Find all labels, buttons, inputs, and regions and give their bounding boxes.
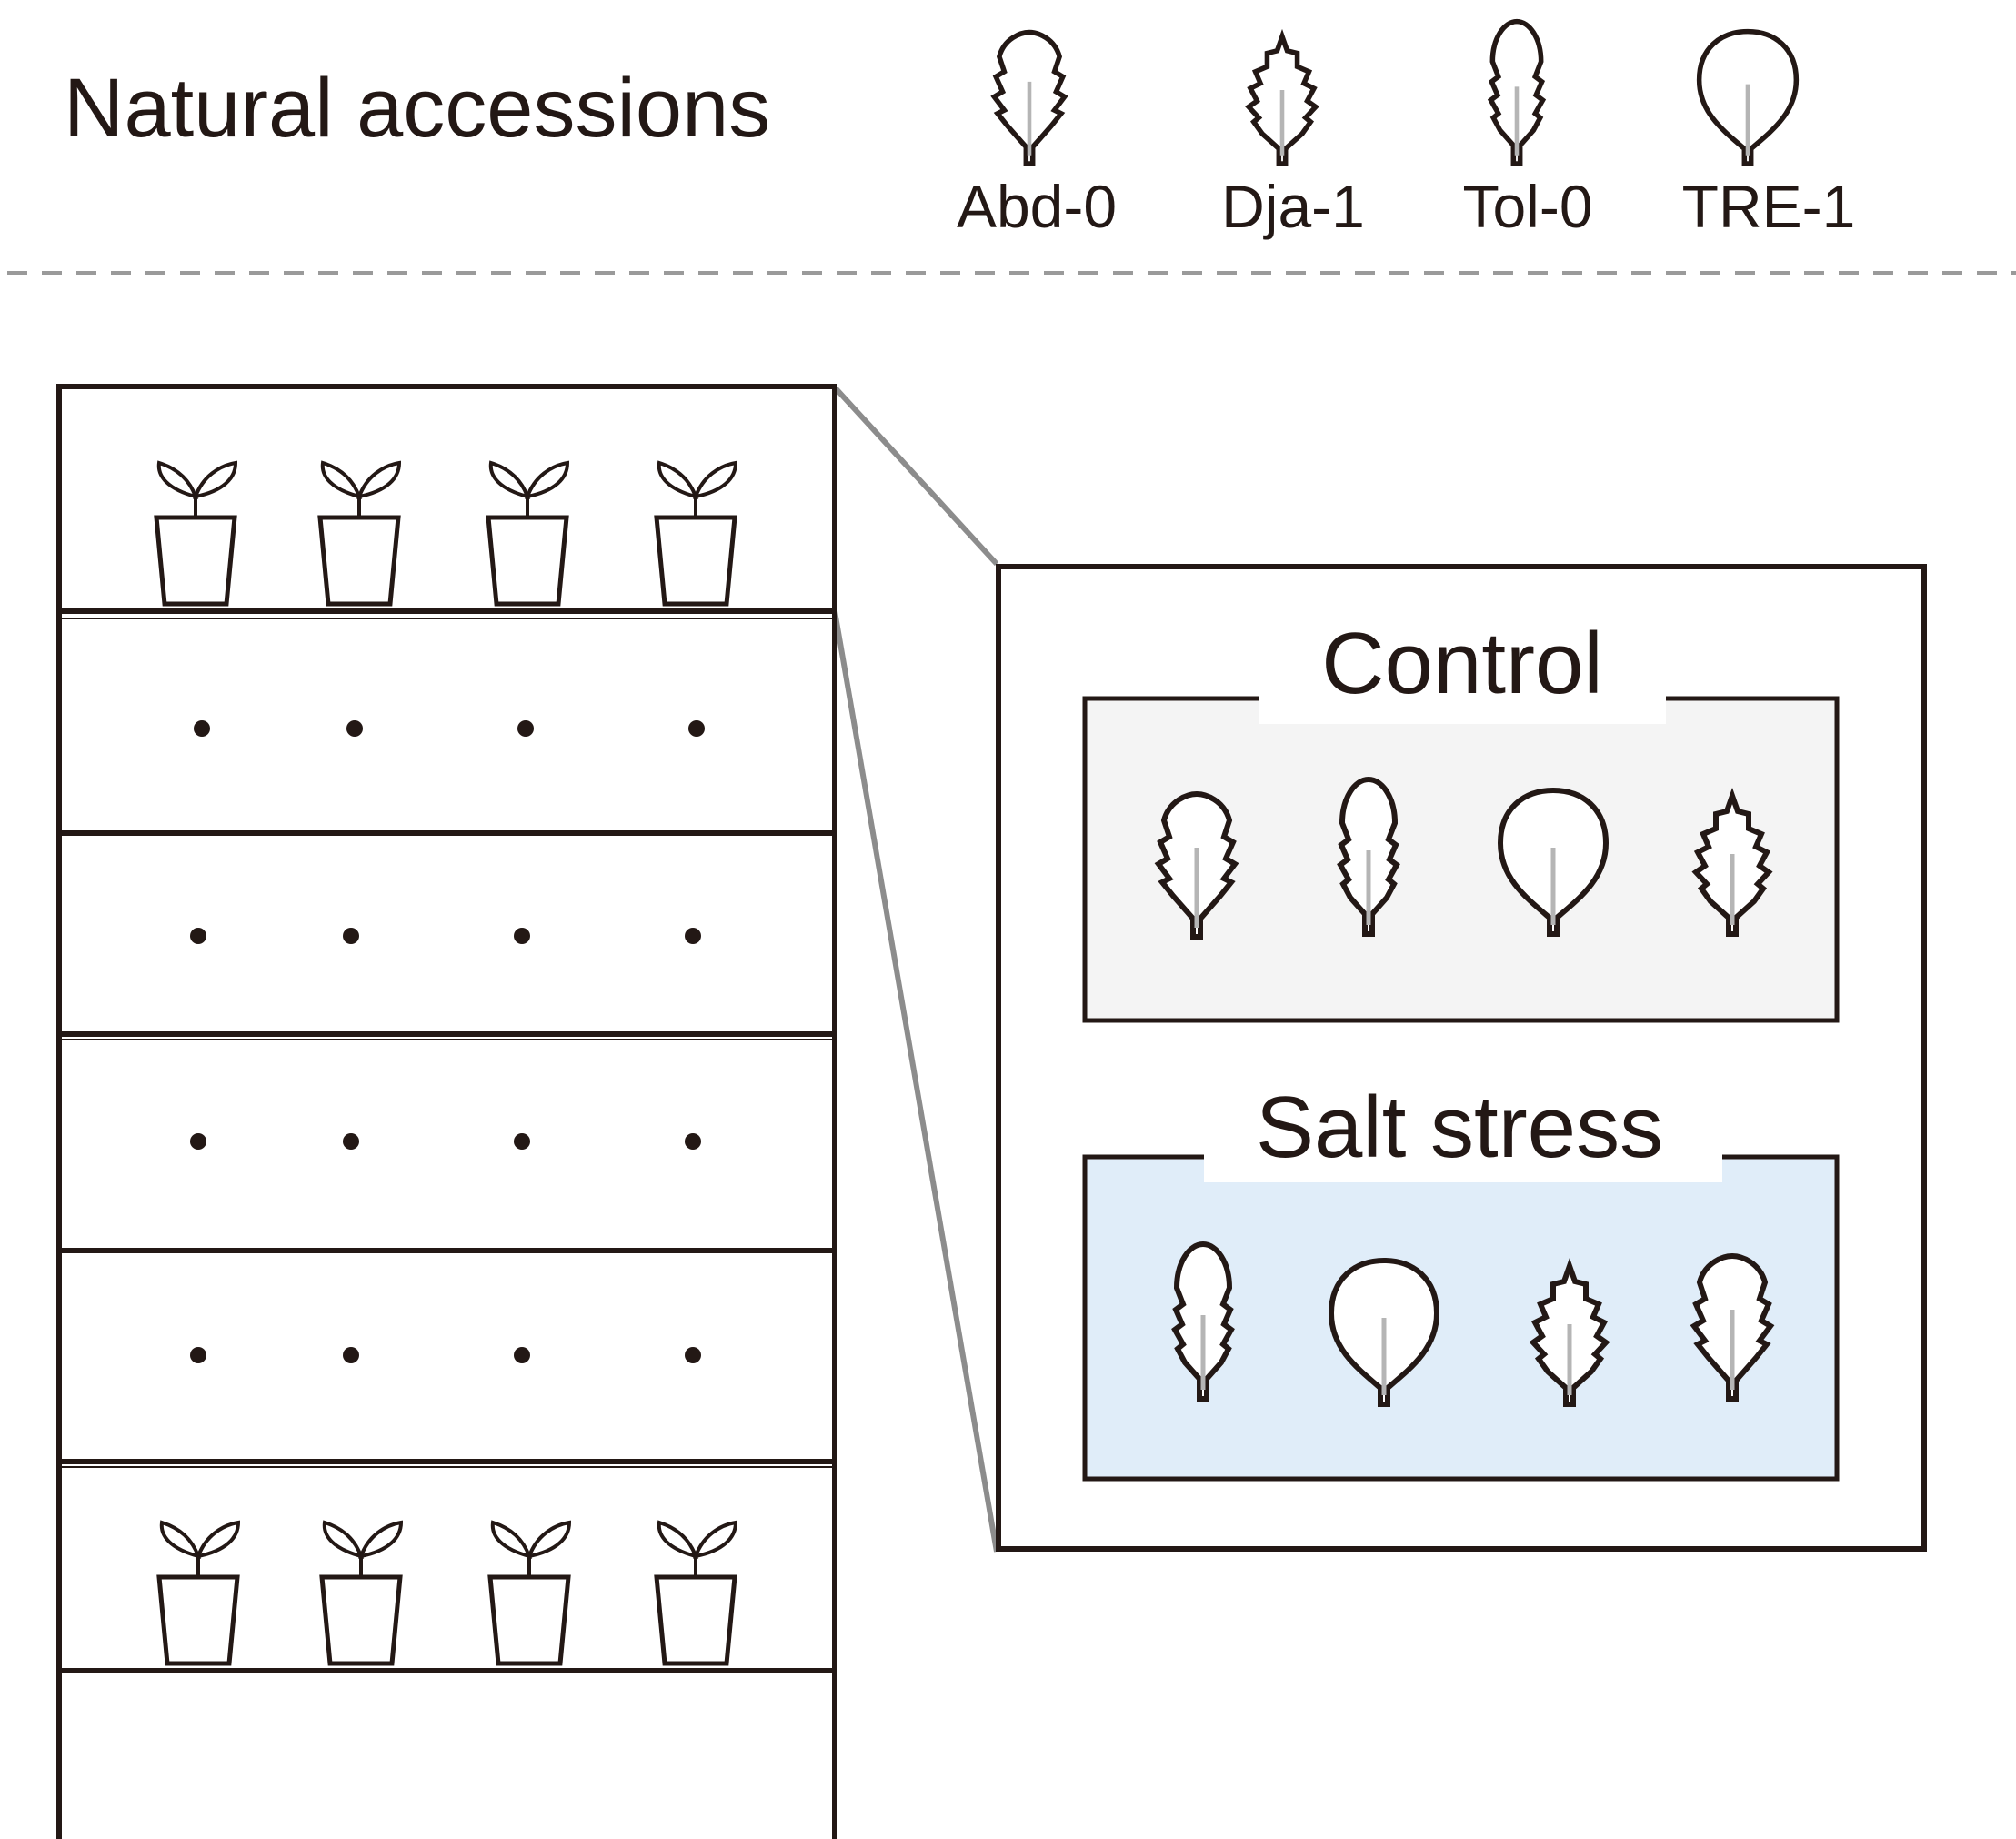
salt-stress-label: Salt stress xyxy=(1256,1079,1663,1176)
accession-label: TRE-1 xyxy=(1682,173,1856,240)
potted-seedling-icon xyxy=(488,463,567,604)
control-tray: Control xyxy=(1082,615,1840,1023)
potted-seedling-icon xyxy=(490,1522,569,1663)
pot-row-bottom xyxy=(159,1522,736,1663)
figure-title: Natural accessions xyxy=(64,62,770,155)
potted-seedling-icon xyxy=(322,1522,401,1663)
accession-label: Abd-0 xyxy=(957,173,1117,240)
accession-label: Dja-1 xyxy=(1221,173,1365,240)
potted-seedling-icon xyxy=(657,463,736,604)
pot-row-top xyxy=(156,463,736,604)
control-label: Control xyxy=(1321,615,1602,712)
accession-tre-1: TRE-1 xyxy=(1682,32,1856,240)
potted-seedling-icon xyxy=(657,1522,736,1663)
growth-shelf xyxy=(56,384,837,1839)
round-smooth-leaf-icon xyxy=(1700,32,1797,164)
accession-tol-0: Tol-0 xyxy=(1462,22,1593,240)
serrated-oval-leaf-icon xyxy=(994,33,1064,164)
potted-seedling-icon xyxy=(320,463,399,604)
salt-stress-tray: Salt stress xyxy=(1082,1079,1840,1482)
accession-dja-1: Dja-1 xyxy=(1221,36,1365,240)
serrated-pointed-leaf-icon xyxy=(1249,36,1316,164)
accession-label: Tol-0 xyxy=(1462,173,1592,240)
accession-legend: Abd-0 Dja-1 Tol-0 TRE-1 xyxy=(957,22,1855,240)
potted-seedling-icon xyxy=(156,463,236,604)
potted-seedling-icon xyxy=(159,1522,238,1663)
narrow-serrated-leaf-icon xyxy=(1490,22,1542,164)
zoom-connector xyxy=(832,385,999,1553)
ellipsis-dots xyxy=(190,720,705,1363)
accession-abd-0: Abd-0 xyxy=(957,33,1117,240)
zoom-panel: Control Salt stress xyxy=(996,564,1927,1552)
